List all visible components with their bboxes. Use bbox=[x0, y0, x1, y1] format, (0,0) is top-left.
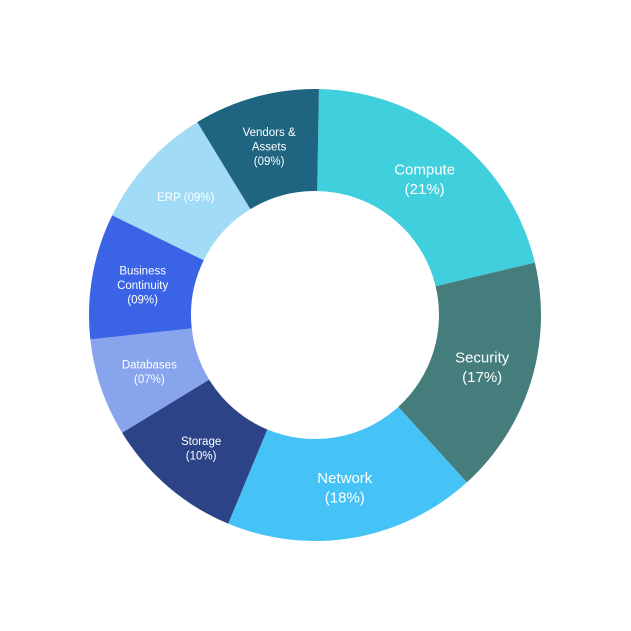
slice-vendors-and-assets[interactable] bbox=[197, 89, 319, 210]
label-vendors-and-assets: Vendors & Assets (09%) bbox=[243, 127, 296, 168]
label-line: Databases bbox=[122, 359, 177, 371]
labels-group: Compute (21%) Security (17%) Network (18%) Sto… bbox=[117, 127, 510, 507]
label-line: ERP (09%) bbox=[157, 192, 214, 204]
label-line: (09%) bbox=[127, 294, 158, 306]
slice-security[interactable] bbox=[398, 262, 541, 483]
label-line: Compute bbox=[394, 161, 455, 178]
slice-compute[interactable] bbox=[317, 89, 535, 287]
label-line: (21%) bbox=[405, 181, 445, 198]
label-line: (18%) bbox=[325, 490, 365, 507]
label-line: Continuity bbox=[117, 280, 168, 292]
slice-databases[interactable] bbox=[90, 328, 210, 433]
label-line: Network bbox=[317, 470, 373, 487]
slice-storage[interactable] bbox=[122, 379, 268, 524]
label-line: Business bbox=[119, 265, 166, 277]
slices-group bbox=[89, 89, 541, 541]
label-line: Vendors & bbox=[243, 127, 296, 139]
slice-business-continuity[interactable] bbox=[89, 215, 204, 340]
label-line: Assets bbox=[252, 141, 287, 153]
label-line: (07%) bbox=[134, 374, 165, 386]
label-line: (09%) bbox=[254, 156, 285, 168]
label-security: Security (17%) bbox=[455, 349, 510, 386]
label-compute: Compute (21%) bbox=[394, 161, 455, 198]
label-line: Security bbox=[455, 349, 510, 366]
label-erp: ERP (09%) bbox=[157, 192, 214, 204]
slice-erp[interactable] bbox=[112, 122, 251, 261]
label-databases: Databases (07%) bbox=[122, 359, 177, 386]
label-storage: Storage (10%) bbox=[181, 436, 221, 463]
label-network: Network (18%) bbox=[317, 470, 373, 507]
label-line: (10%) bbox=[186, 450, 217, 462]
slice-network[interactable] bbox=[228, 406, 467, 541]
label-line: (17%) bbox=[462, 369, 502, 386]
label-line: Storage bbox=[181, 436, 221, 448]
